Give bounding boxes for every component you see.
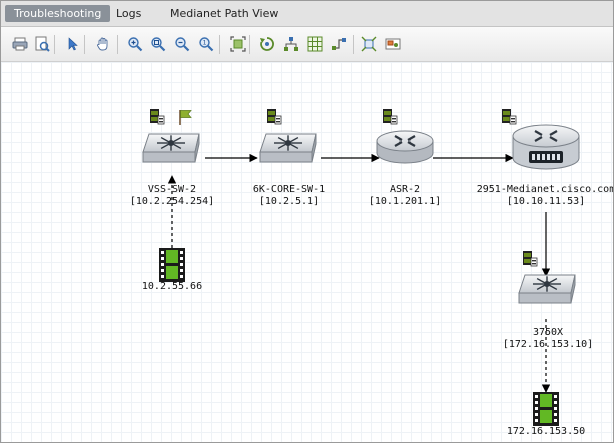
print-icon[interactable]: [12, 36, 28, 52]
layout-grid-icon[interactable]: [307, 36, 323, 52]
overview-icon[interactable]: [385, 36, 401, 52]
expand-icon[interactable]: [361, 36, 377, 52]
device-status-icon: [382, 107, 398, 129]
flag-icon: [177, 108, 193, 130]
device-label-vss-sw-2: VSS-SW-2[10.2.254.254]: [82, 184, 262, 208]
device-name: 2951-Medianet.cisco.com: [476, 184, 614, 195]
router-icon: [512, 124, 580, 170]
device-6k-core-sw-1[interactable]: [256, 132, 322, 168]
router-icon: [376, 130, 434, 164]
print-preview-icon[interactable]: [34, 36, 50, 52]
fit-content-icon[interactable]: [230, 36, 246, 52]
toolbar-separator: [249, 35, 250, 54]
zoom-in-icon[interactable]: [127, 36, 143, 52]
device-label-3750x: 3750X[172.16.153.10]: [458, 327, 613, 351]
video-endpoint-icon: [159, 248, 185, 282]
device-address: [10.2.5.1]: [258, 196, 320, 207]
switch-icon: [518, 274, 576, 304]
device-label-endpoint-2: 172.16.153.50: [456, 426, 613, 438]
device-status-icon: [522, 249, 538, 271]
device-name: 172.16.153.50: [506, 426, 586, 437]
svg-text:1: 1: [203, 40, 207, 47]
device-label-2951-medianet: 2951-Medianet.cisco.com[10.10.11.53]: [456, 184, 614, 208]
select-arrow-icon[interactable]: [64, 36, 80, 52]
tab-medianet-path-view[interactable]: Medianet Path View: [170, 7, 279, 20]
toolbar-separator: [219, 35, 220, 54]
device-name: 10.2.55.66: [141, 281, 203, 292]
device-label-endpoint-1: 10.2.55.66: [82, 281, 262, 293]
layout-tree-icon[interactable]: [283, 36, 299, 52]
refresh-layout-icon[interactable]: [259, 36, 275, 52]
toolbar-separator: [54, 35, 55, 54]
video-endpoint-icon: [533, 392, 559, 426]
toolbar-separator: [84, 35, 85, 54]
device-label-6k-core-sw-1: 6K-CORE-SW-1[10.2.5.1]: [199, 184, 379, 208]
layout-orthogonal-icon[interactable]: [331, 36, 347, 52]
device-endpoint-2[interactable]: [532, 391, 560, 427]
toolbar-separator: [353, 35, 354, 54]
device-label-asr-2: ASR-2[10.1.201.1]: [315, 184, 495, 208]
device-status-icon: [501, 107, 517, 129]
device-name: VSS-SW-2: [147, 184, 197, 195]
device-asr-2[interactable]: [375, 127, 435, 167]
switch-icon: [259, 133, 317, 163]
device-address: [10.2.254.254]: [129, 196, 215, 207]
zoom-out-icon[interactable]: [174, 36, 190, 52]
switch-icon: [142, 133, 200, 163]
device-name: 3750X: [532, 327, 564, 338]
tab-logs[interactable]: Logs: [116, 7, 142, 20]
device-2951-medianet[interactable]: [511, 122, 581, 172]
tab-troubleshooting[interactable]: Troubleshooting: [5, 5, 111, 22]
topology-links: [167, 153, 551, 393]
zoom-fit-icon[interactable]: 1: [198, 36, 214, 52]
tab-bar: Troubleshooting Logs Medianet Path View: [1, 1, 613, 27]
device-address: [10.10.11.53]: [506, 196, 586, 207]
device-address: [172.16.153.10]: [502, 339, 594, 350]
device-3750x[interactable]: [515, 273, 581, 309]
pan-hand-icon[interactable]: [95, 36, 111, 52]
device-vss-sw-2[interactable]: [139, 132, 205, 168]
device-address: [10.1.201.1]: [368, 196, 442, 207]
toolbar: 1: [1, 27, 613, 62]
device-status-icon: [266, 107, 282, 129]
device-status-icon: [149, 107, 165, 129]
topology-canvas[interactable]: VSS-SW-2[10.2.254.254] 6K-CORE-SW-1[10.2…: [1, 62, 613, 442]
device-endpoint-1[interactable]: [158, 247, 186, 283]
toolbar-separator: [117, 35, 118, 54]
zoom-area-icon[interactable]: [150, 36, 166, 52]
device-name: ASR-2: [389, 184, 421, 195]
device-name: 6K-CORE-SW-1: [252, 184, 326, 195]
